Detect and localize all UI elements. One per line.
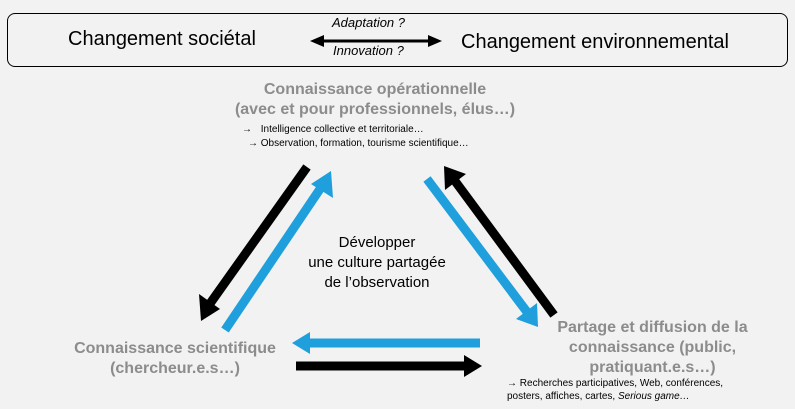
arrow-operational-to-sharing <box>423 176 538 327</box>
operational-title-line2: (avec et pour professionnels, élus…) <box>234 101 516 118</box>
adaptation-question: Adaptation ? <box>332 15 406 30</box>
arrow-operational-to-scientific <box>199 164 311 321</box>
arrow-scientific-to-operational <box>221 171 333 333</box>
double-headed-arrow <box>310 35 442 47</box>
arrow-bullet-icon: → <box>248 138 258 149</box>
arrow-scientific-to-sharing <box>296 355 482 377</box>
operational-title-line1: Connaissance opérationnelle <box>263 81 487 98</box>
arrow-bullet-icon: → <box>242 124 252 135</box>
sharing-note-1: → Recherches participatives, Web, confér… <box>507 378 724 389</box>
arrow-sharing-to-scientific <box>292 332 480 354</box>
operational-note-1: → Intelligence collective et territorial… <box>242 124 424 135</box>
operational-knowledge-title: Connaissance opérationnelle (avec et pou… <box>200 80 550 120</box>
scientific-knowledge-title: Connaissance scientifique (chercheur.e.s… <box>74 340 276 377</box>
environmental-change-label: Changement environnemental <box>461 31 729 53</box>
innovation-question: Innovation ? <box>333 43 404 58</box>
arrow-sharing-to-operational <box>444 166 558 318</box>
sharing-notes: → Recherches participatives, Web, confér… <box>507 377 723 403</box>
central-goal-text: Développer une culture partagée de l’obs… <box>308 234 446 291</box>
arrow-bullet-icon: → <box>507 378 517 389</box>
sharing-note-2: posters, affiches, cartes, Serious game… <box>507 391 690 402</box>
operational-note-2: → Observation, formation, tourisme scien… <box>248 138 469 149</box>
sharing-knowledge-title: Partage et diffusion de la connaissance … <box>557 319 748 376</box>
societal-change-label: Changement sociétal <box>68 28 256 50</box>
